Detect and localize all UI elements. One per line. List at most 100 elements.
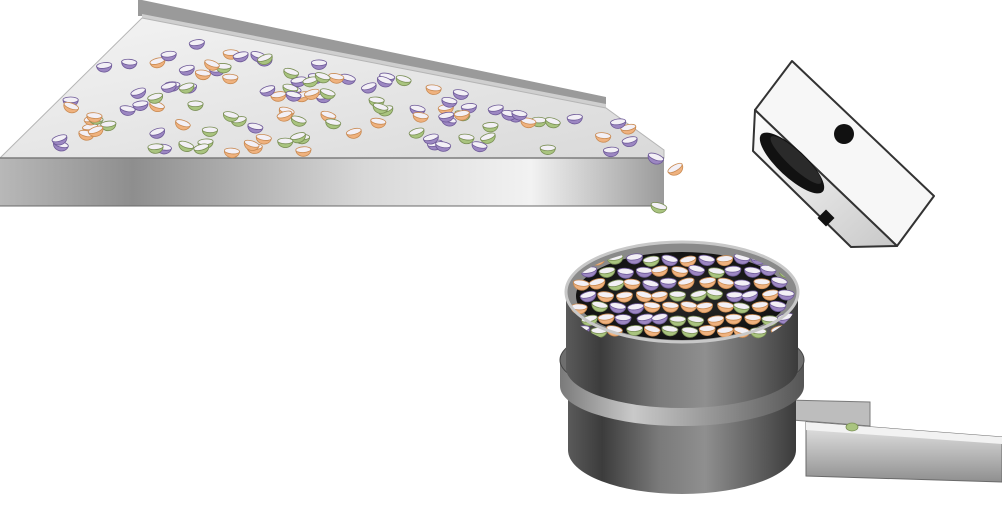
capsule-purple — [617, 267, 634, 279]
capsule-green — [302, 76, 319, 88]
capsule-purple — [121, 58, 138, 70]
capsule-purple — [614, 314, 632, 325]
capsule-green — [314, 72, 331, 84]
capsule-orange — [570, 253, 588, 264]
chute-capsule — [845, 422, 859, 432]
capsule-green — [395, 75, 412, 87]
capsule-orange — [699, 277, 716, 289]
capsule-orange — [707, 315, 725, 327]
capsule-orange — [753, 278, 771, 290]
capsule-green — [178, 82, 195, 94]
collection-drum — [559, 240, 805, 494]
capsule-orange — [717, 277, 735, 290]
capsule-orange — [412, 112, 429, 123]
capsule-purple — [441, 96, 458, 108]
capsule-green — [650, 202, 668, 214]
capsule-purple — [160, 81, 177, 93]
capsule-orange — [651, 265, 668, 277]
capsule-orange — [243, 139, 260, 151]
capsule-orange — [620, 123, 637, 135]
capsule-green — [681, 326, 699, 338]
capsule-orange — [616, 291, 633, 303]
capsule-purple — [724, 265, 742, 277]
capsule-green — [319, 88, 336, 100]
capsule-orange — [86, 112, 103, 123]
camera-connector-icon — [817, 209, 835, 227]
capsule-purple — [247, 122, 264, 134]
capsule-purple — [259, 85, 276, 97]
discharge-chute — [785, 399, 1002, 483]
capsule-green — [147, 143, 164, 154]
capsule-orange — [453, 110, 470, 121]
capsule-green — [706, 288, 724, 300]
capsule-purple — [651, 313, 668, 325]
capsule-purple — [661, 254, 679, 267]
capsule-green — [690, 290, 707, 302]
capsule-orange — [744, 314, 762, 325]
capsule-orange — [698, 325, 716, 336]
capsule-purple — [471, 141, 488, 153]
camera-sensor — [752, 60, 935, 248]
capsule-purple — [627, 303, 644, 315]
capsule-purple — [769, 300, 787, 312]
capsule-orange — [223, 147, 240, 159]
capsule-orange — [573, 279, 590, 291]
capsule-purple — [610, 118, 627, 129]
capsule-purple — [698, 254, 716, 266]
capsule-purple — [360, 82, 377, 94]
camera-indicator-icon — [834, 124, 854, 144]
capsule-green — [480, 132, 496, 144]
capsule-purple — [635, 266, 653, 278]
capsule-orange — [204, 59, 220, 71]
capsule-orange — [623, 278, 641, 290]
capsule-purple — [603, 146, 620, 158]
capsule-orange — [662, 301, 679, 313]
capsule-orange — [345, 127, 362, 139]
capsule-orange — [520, 117, 537, 129]
capsule-orange — [679, 255, 697, 267]
capsule-purple — [688, 264, 706, 277]
capsule-orange — [716, 255, 734, 267]
capsule-green — [223, 111, 239, 122]
capsule-green — [598, 266, 616, 278]
capsule-purple — [119, 105, 136, 116]
capsule-purple — [659, 277, 677, 289]
capsule-orange — [63, 101, 80, 114]
capsule-purple — [579, 290, 597, 303]
capsule-green — [626, 325, 644, 336]
capsule-orange — [149, 57, 166, 69]
capsule-green — [687, 315, 705, 327]
capsule-orange — [595, 132, 612, 143]
capsule-green — [661, 325, 679, 337]
capsule-green — [257, 53, 273, 65]
capsule-green — [591, 301, 609, 313]
capsule-purple — [621, 136, 638, 147]
capsule-green — [669, 315, 687, 327]
capsule-green — [408, 127, 425, 139]
capsule-purple — [733, 279, 751, 291]
capsule-green — [733, 302, 750, 314]
capsule-green — [325, 118, 342, 130]
capsule-purple — [285, 90, 302, 102]
capsule-orange — [195, 69, 211, 81]
falling-capsules — [647, 152, 684, 214]
capsule-orange — [276, 110, 293, 122]
capsule-orange — [370, 117, 387, 129]
capsule-purple — [311, 59, 328, 70]
capsule-green — [458, 133, 475, 145]
capsule-orange — [270, 91, 287, 102]
capsule-orange — [175, 119, 191, 131]
capsule-purple — [96, 62, 113, 73]
capsule-purple — [566, 113, 583, 125]
capsule-green — [100, 120, 117, 132]
capsule-orange — [425, 84, 442, 95]
capsule-orange — [696, 302, 713, 314]
capsule-orange — [725, 313, 742, 325]
capsule-orange — [255, 133, 272, 145]
capsule-orange — [597, 291, 615, 303]
capsule-green — [147, 92, 164, 104]
capsule-green — [193, 143, 210, 155]
drum-flange — [560, 360, 804, 426]
capsule-green — [482, 122, 499, 133]
